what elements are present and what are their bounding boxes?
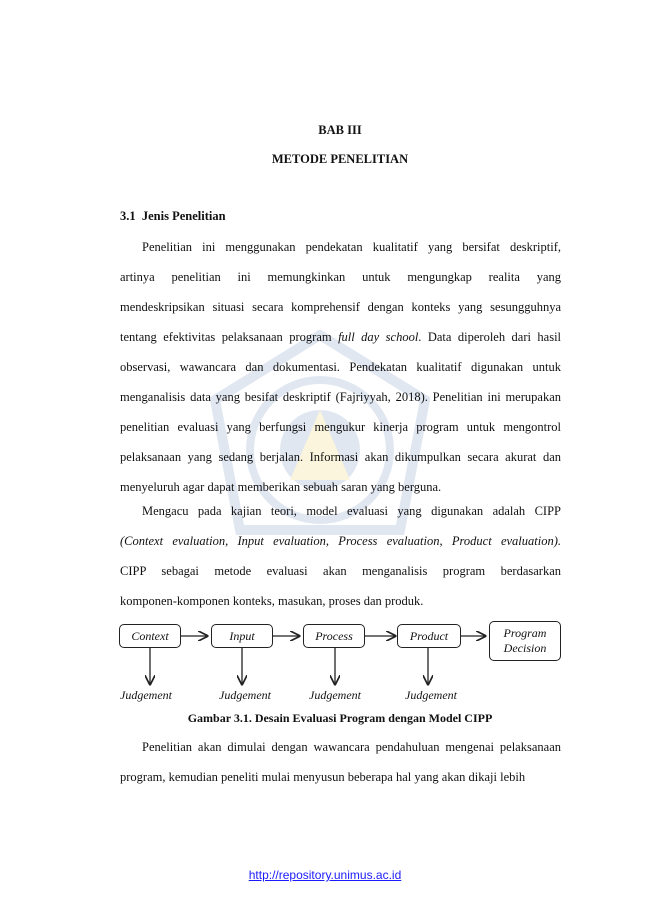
judgement-label: Judgement: [309, 688, 361, 702]
judgement-label: Judgement: [219, 688, 271, 702]
text-line: tentang efektivitas pelaksanaan program …: [120, 329, 561, 359]
text-line: artinya penelitian ini memungkinkan untu…: [120, 270, 561, 284]
paragraph-3: Penelitian akan dimulai dengan wawancara…: [120, 739, 561, 799]
text-line: menganalisis data yang besifat deskripti…: [120, 390, 561, 404]
text-line: program, kemudian peneliti mulai menyusu…: [120, 770, 526, 784]
diagram-arrows: [115, 618, 565, 708]
box-label: Decision: [503, 641, 547, 655]
text-line: penelitian evaluasi yang berfungsi mengu…: [120, 420, 561, 434]
box-input: Input: [211, 624, 273, 648]
judgement-label: Judgement: [120, 688, 172, 702]
text-span: tentang efektivitas pelaksanaan program: [120, 330, 332, 344]
text-line: komponen-komponen konteks, masukan, pros…: [120, 594, 424, 608]
paragraph-2: Mengacu pada kajian teori, model evaluas…: [120, 503, 561, 623]
section-heading: 3.1 Jenis Penelitian: [120, 209, 226, 224]
box-label: Program: [503, 626, 547, 640]
university-seal-watermark: [209, 330, 431, 535]
box-process: Process: [303, 624, 365, 648]
text-line: menyeluruh agar dapat memberikan sebuah …: [120, 480, 442, 494]
text-line: Penelitian akan dimulai dengan wawancara…: [142, 740, 561, 754]
box-program-decision: Program Decision: [489, 621, 561, 661]
text-line: observasi, wawancara dan dokumentasi. Pe…: [120, 360, 561, 374]
figure-caption: Gambar 3.1. Desain Evaluasi Program deng…: [187, 711, 493, 725]
box-context: Context: [119, 624, 181, 648]
text-line: Penelitian ini menggunakan pendekatan ku…: [142, 240, 561, 254]
text-line: pelaksanaan yang sedang berjalan. Inform…: [120, 450, 561, 464]
cipp-diagram: Context Input Process Product Program De…: [115, 618, 565, 708]
section-title: Jenis Penelitian: [141, 209, 226, 223]
section-number: 3.1: [120, 209, 136, 223]
text-line: mendeskripsikan situasi secara komprehen…: [120, 300, 561, 314]
italic-term: full day school: [338, 330, 419, 344]
box-product: Product: [397, 624, 461, 648]
chapter-label: BAB III: [318, 123, 362, 137]
paragraph-1: Penelitian ini menggunakan pendekatan ku…: [120, 239, 561, 509]
chapter-title: METODE PENELITIAN: [271, 152, 409, 166]
text-line: CIPP sebagai metode evaluasi akan mengan…: [120, 564, 561, 578]
judgement-label: Judgement: [405, 688, 457, 702]
repository-link[interactable]: http://repository.unimus.ac.id: [248, 868, 402, 882]
text-span: . Data diperoleh dari hasil: [418, 330, 562, 344]
text-line: Mengacu pada kajian teori, model evaluas…: [142, 504, 561, 518]
text-line: (Context evaluation, Input evaluation, P…: [120, 534, 561, 548]
